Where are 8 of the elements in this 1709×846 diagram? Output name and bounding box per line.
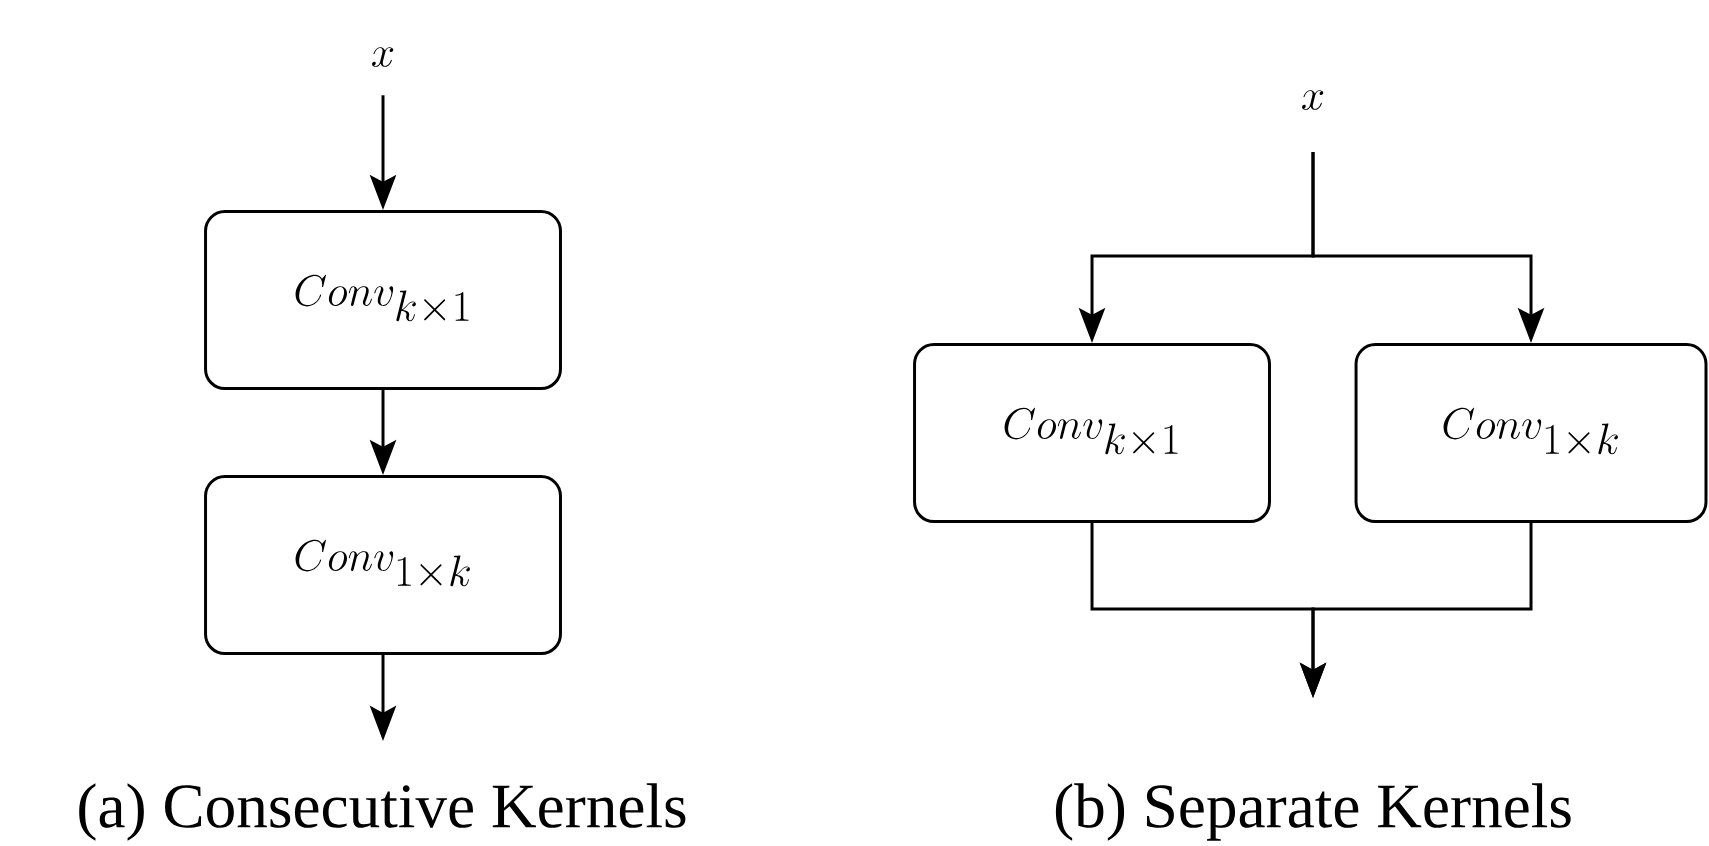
subfigure-caption: (a) Consecutive Kernels bbox=[79, 783, 686, 841]
conv-box: $Conv_{1\times k}$ bbox=[204, 475, 562, 655]
conv-box: $Conv_{1\times k}$ bbox=[1354, 343, 1708, 523]
input-variable: $x$ bbox=[372, 47, 394, 67]
conv-box: $Conv_{k\times 1}$ bbox=[204, 210, 562, 390]
input-variable: $x$ bbox=[1302, 90, 1324, 110]
conv-box: $Conv_{k\times 1}$ bbox=[913, 343, 1271, 523]
subfigure-caption: (b) Separate Kernels bbox=[1055, 783, 1571, 841]
